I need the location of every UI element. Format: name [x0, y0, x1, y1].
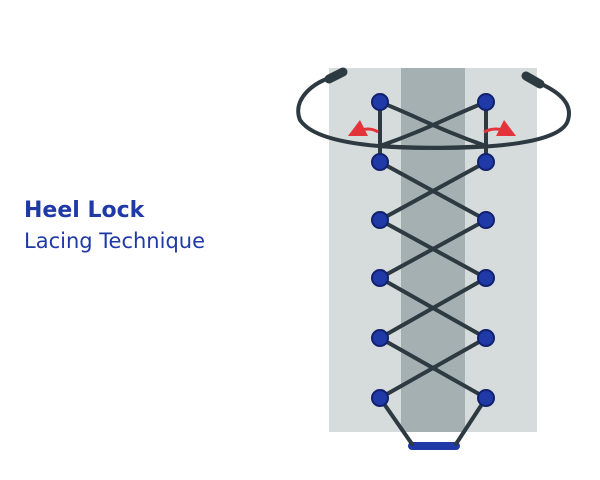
eyelet-icon	[371, 269, 389, 287]
eyelet-icon	[477, 93, 495, 111]
eyelet-icon	[371, 389, 389, 407]
curved-arrow-icon	[483, 119, 517, 137]
eyelet-icon	[477, 269, 495, 287]
aglet-icon	[324, 67, 348, 84]
diagram-title: Heel Lock	[24, 198, 145, 223]
aglet-icon	[521, 71, 545, 89]
title-block: Heel Lock Lacing Technique	[24, 196, 205, 256]
eyelet-icon	[371, 329, 389, 347]
diagram-subtitle: Lacing Technique	[24, 229, 206, 253]
lace-heel-lock	[378, 100, 488, 148]
eyelet-icon	[477, 389, 495, 407]
lace-crosses	[378, 160, 488, 400]
lace-bottom	[378, 396, 488, 446]
eyelet-icon	[371, 93, 389, 111]
eyelet-icon	[371, 153, 389, 171]
eyelet-icon	[477, 153, 495, 171]
eyelet-icon	[477, 329, 495, 347]
lace-ends	[296, 74, 571, 150]
eyelet-icon	[371, 211, 389, 229]
eyelets	[371, 93, 495, 407]
curved-arrow-icon	[347, 119, 379, 137]
eyelet-icon	[477, 211, 495, 229]
